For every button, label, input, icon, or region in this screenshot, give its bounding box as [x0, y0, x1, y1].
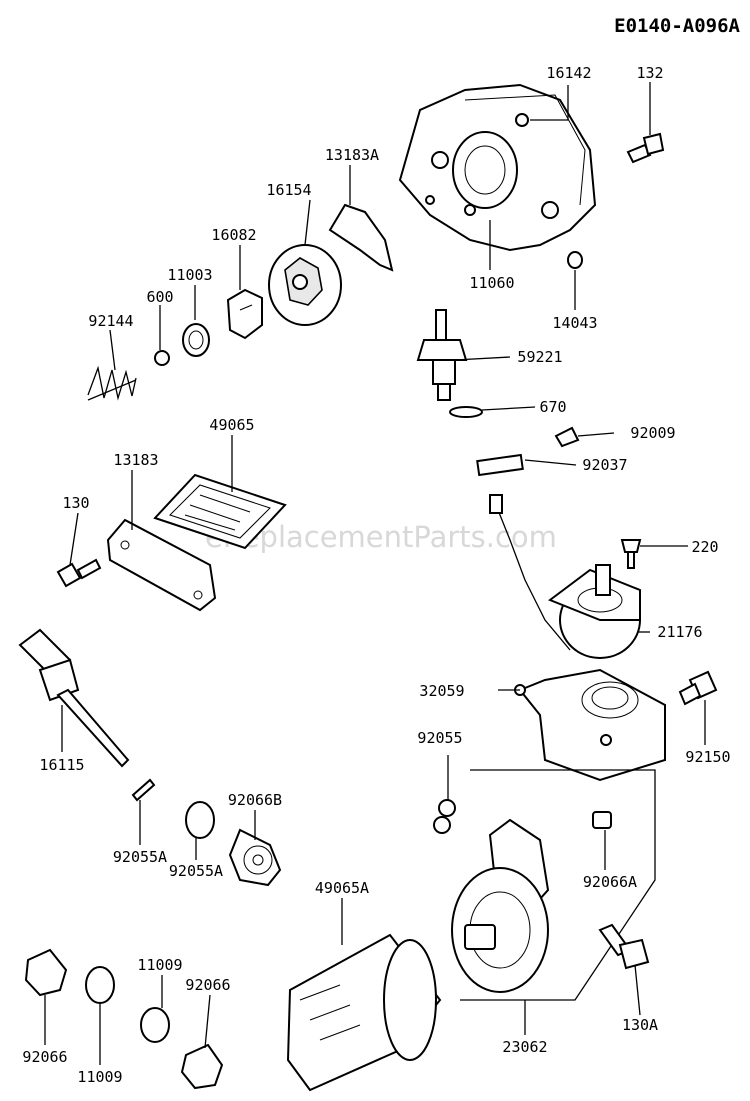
- screw-220[interactable]: [620, 539, 642, 569]
- callout-49065A[interactable]: 49065A: [315, 879, 369, 897]
- oil-pressure-switch-59221[interactable]: [416, 309, 468, 401]
- oil-sensor-21176[interactable]: [547, 564, 641, 659]
- filter-mount-23062[interactable]: [451, 769, 656, 1001]
- inner-rotor-16082[interactable]: [226, 288, 263, 340]
- callout-132[interactable]: 132: [636, 64, 663, 82]
- leader-lines: [44, 82, 706, 1065]
- callout-92055A-right[interactable]: 92055A: [169, 862, 223, 880]
- callout-11003[interactable]: 11003: [167, 266, 212, 284]
- plug-14043[interactable]: [567, 251, 583, 269]
- bolt-92150[interactable]: [678, 670, 718, 706]
- callout-11060[interactable]: 11060: [469, 274, 514, 292]
- bolt-130A[interactable]: [598, 923, 650, 970]
- outer-rotor-16154[interactable]: [268, 244, 342, 326]
- o-ring-92055A-small[interactable]: [131, 778, 156, 802]
- callout-92009[interactable]: 92009: [630, 424, 675, 442]
- fitting-92066A[interactable]: [592, 811, 612, 829]
- callout-92055A-left[interactable]: 92055A: [113, 848, 167, 866]
- o-ring-92055[interactable]: [433, 799, 456, 834]
- bolt-130[interactable]: [56, 558, 102, 588]
- plug-92066-right[interactable]: [180, 1043, 224, 1090]
- callout-600[interactable]: 600: [146, 288, 173, 306]
- dipstick-16115[interactable]: [18, 628, 130, 768]
- gasket-13183[interactable]: [106, 518, 217, 612]
- callout-92066-upper[interactable]: 92066: [185, 976, 230, 994]
- callout-14043[interactable]: 14043: [552, 314, 597, 332]
- callout-16082[interactable]: 16082: [211, 226, 256, 244]
- callout-92066B[interactable]: 92066B: [228, 791, 282, 809]
- callout-92037[interactable]: 92037: [582, 456, 627, 474]
- callout-11009-lower[interactable]: 11009: [77, 1068, 122, 1086]
- diagram-code: E0140-A096A: [614, 15, 740, 37]
- callout-11009-upper[interactable]: 11009: [137, 956, 182, 974]
- callout-670[interactable]: 670: [539, 398, 566, 416]
- bushing-11003[interactable]: [182, 323, 210, 357]
- callout-13183[interactable]: 13183: [113, 451, 158, 469]
- wire-connector: [489, 494, 503, 514]
- callout-21176[interactable]: 21176: [657, 623, 702, 641]
- callout-49065[interactable]: 49065: [209, 416, 254, 434]
- ball-600[interactable]: [154, 350, 170, 366]
- callout-92055[interactable]: 92055: [417, 729, 462, 747]
- plug-92066B[interactable]: [228, 828, 282, 887]
- callout-92150[interactable]: 92150: [685, 748, 730, 766]
- gasket-13183A[interactable]: [328, 203, 394, 272]
- callout-16115[interactable]: 16115: [39, 756, 84, 774]
- callout-92066-lower[interactable]: 92066: [22, 1048, 67, 1066]
- screw-92009[interactable]: [554, 426, 580, 448]
- o-ring-92055A-large[interactable]: [185, 801, 215, 839]
- plug-92066-left[interactable]: [24, 948, 68, 997]
- callout-13183A[interactable]: 13183A: [325, 146, 379, 164]
- washer-11009-left[interactable]: [85, 966, 115, 1004]
- callout-59221[interactable]: 59221: [517, 348, 562, 366]
- o-ring-670[interactable]: [449, 406, 483, 418]
- washer-11009-right[interactable]: [140, 1007, 170, 1043]
- callout-16142[interactable]: 16142: [546, 64, 591, 82]
- callout-16154[interactable]: 16154: [266, 181, 311, 199]
- callout-23062[interactable]: 23062: [502, 1038, 547, 1056]
- callout-92144[interactable]: 92144: [88, 312, 133, 330]
- callout-220[interactable]: 220: [691, 538, 718, 556]
- spring-92144[interactable]: [87, 365, 137, 401]
- callout-92066A[interactable]: 92066A: [583, 873, 637, 891]
- oil-pump-cover-16142[interactable]: [398, 83, 597, 252]
- callout-130A[interactable]: 130A: [622, 1016, 658, 1034]
- bracket-32059[interactable]: [514, 668, 666, 782]
- callout-130[interactable]: 130: [62, 494, 89, 512]
- callout-32059[interactable]: 32059: [419, 682, 464, 700]
- oil-screen-49065[interactable]: [153, 473, 287, 550]
- bolt-132[interactable]: [626, 132, 665, 164]
- clamp-92037[interactable]: [476, 453, 524, 477]
- oil-filter-49065A[interactable]: [286, 933, 442, 1092]
